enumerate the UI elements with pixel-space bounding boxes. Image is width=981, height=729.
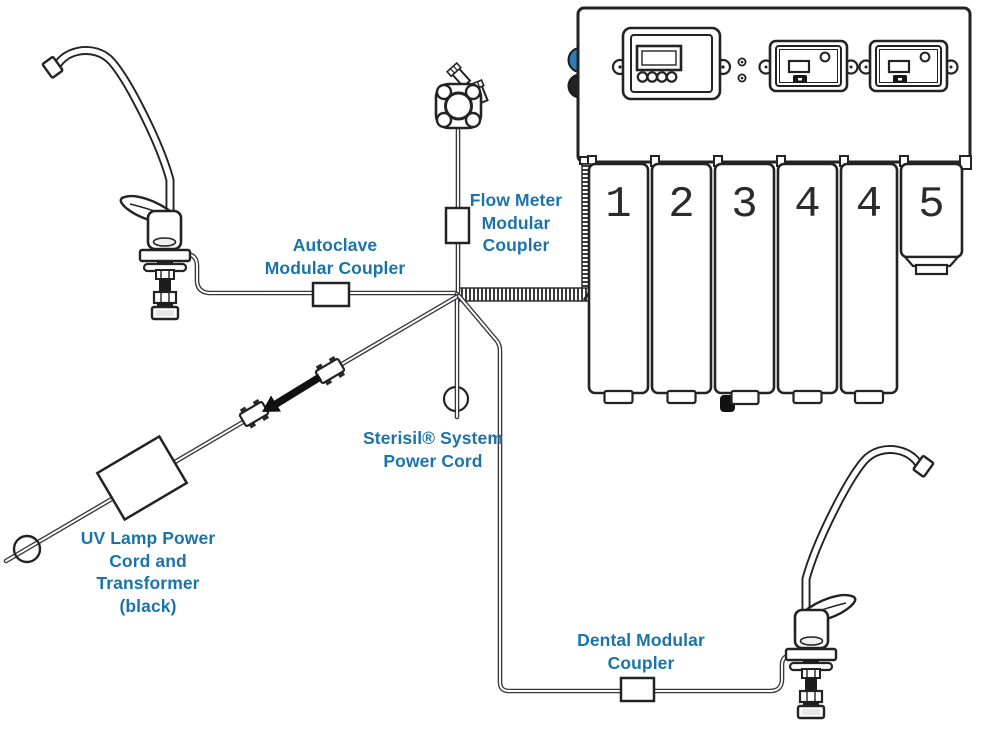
faucet-dental (786, 449, 934, 718)
autoclave-coupler-box (311, 281, 351, 308)
cartridge-number-5: 4 (855, 180, 883, 230)
label-uv-lamp-power-cord: UV Lamp Power Cord and Transformer (blac… (80, 528, 216, 616)
label-autoclave-modular-coupler: Autoclave Modular Coupler (264, 235, 406, 278)
controller-button (636, 71, 649, 83)
controller-module (611, 26, 732, 101)
uv-plug-loop (12, 534, 42, 564)
autoclave-cord (184, 251, 460, 296)
inline-connector-fitting (314, 355, 346, 386)
controller-button (665, 71, 678, 83)
controller-button (656, 71, 668, 83)
filter-cartridges (587, 162, 964, 412)
label-sterisil-system-power-cord: Sterisil® System Power Cord (363, 428, 503, 471)
sterisil-power-cord (442, 291, 470, 420)
indicator-lights (737, 57, 747, 83)
label-flow-meter-modular-coupler: Flow Meter Modular Coupler (469, 190, 563, 255)
dental-cord (456, 293, 794, 694)
inline-connector-fitting (238, 398, 270, 429)
dental-coupler-box (619, 676, 656, 703)
faucet-autoclave (42, 50, 190, 319)
flow-meter (434, 61, 489, 130)
arrow-icon (262, 373, 322, 412)
uv-lamp-cord (3, 293, 461, 564)
cartridge-number-2: 2 (668, 180, 695, 230)
module-display (887, 59, 911, 74)
module-display (787, 59, 811, 74)
label-dental-modular-coupler: Dental Modular Coupler (577, 630, 705, 673)
cartridge-number-6: 5 (918, 180, 945, 230)
flow-meter-coupler-box (444, 206, 471, 245)
system-cabinet (567, 6, 972, 170)
cartridge-number-3: 3 (731, 180, 758, 230)
uv-transformer-box (95, 434, 189, 522)
metering-module-2 (858, 39, 959, 93)
controller-button (646, 71, 658, 83)
metering-module-1 (758, 39, 859, 93)
cartridge-number-4: 4 (794, 180, 821, 230)
cartridge-number-1: 1 (605, 180, 632, 230)
